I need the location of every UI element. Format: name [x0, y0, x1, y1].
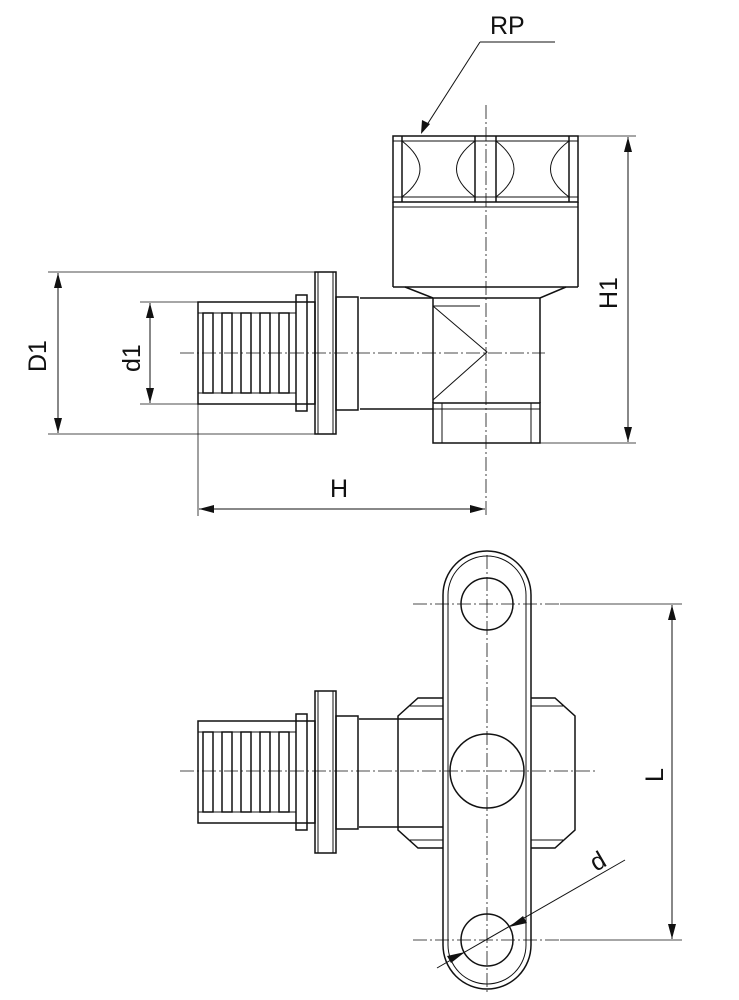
d1-outer-label: D1: [24, 340, 52, 372]
d-label: d: [585, 846, 611, 877]
d1-inner-label: d1: [118, 344, 146, 372]
hex-nut: [392, 135, 579, 203]
d1-inner-dimension: d1: [118, 301, 198, 405]
h1-dimension: H1: [540, 135, 636, 444]
h1-label: H1: [595, 277, 623, 309]
side-view: RP H1 D1 d1: [24, 12, 636, 516]
bottom-port: [432, 402, 541, 444]
side-pipe-front: [314, 690, 443, 854]
valve-body: [392, 202, 579, 403]
front-view: L d: [180, 550, 682, 995]
l-label: L: [641, 768, 669, 782]
d1-outer-dimension: D1: [24, 271, 315, 435]
rp-leader: RP: [421, 12, 555, 134]
h-dimension: H: [197, 404, 485, 516]
rp-label: RP: [490, 12, 525, 40]
l-dimension: L: [560, 603, 682, 941]
side-pipe: [314, 271, 433, 435]
h-label: H: [330, 475, 348, 503]
barbed-spigot-front: [197, 713, 316, 831]
